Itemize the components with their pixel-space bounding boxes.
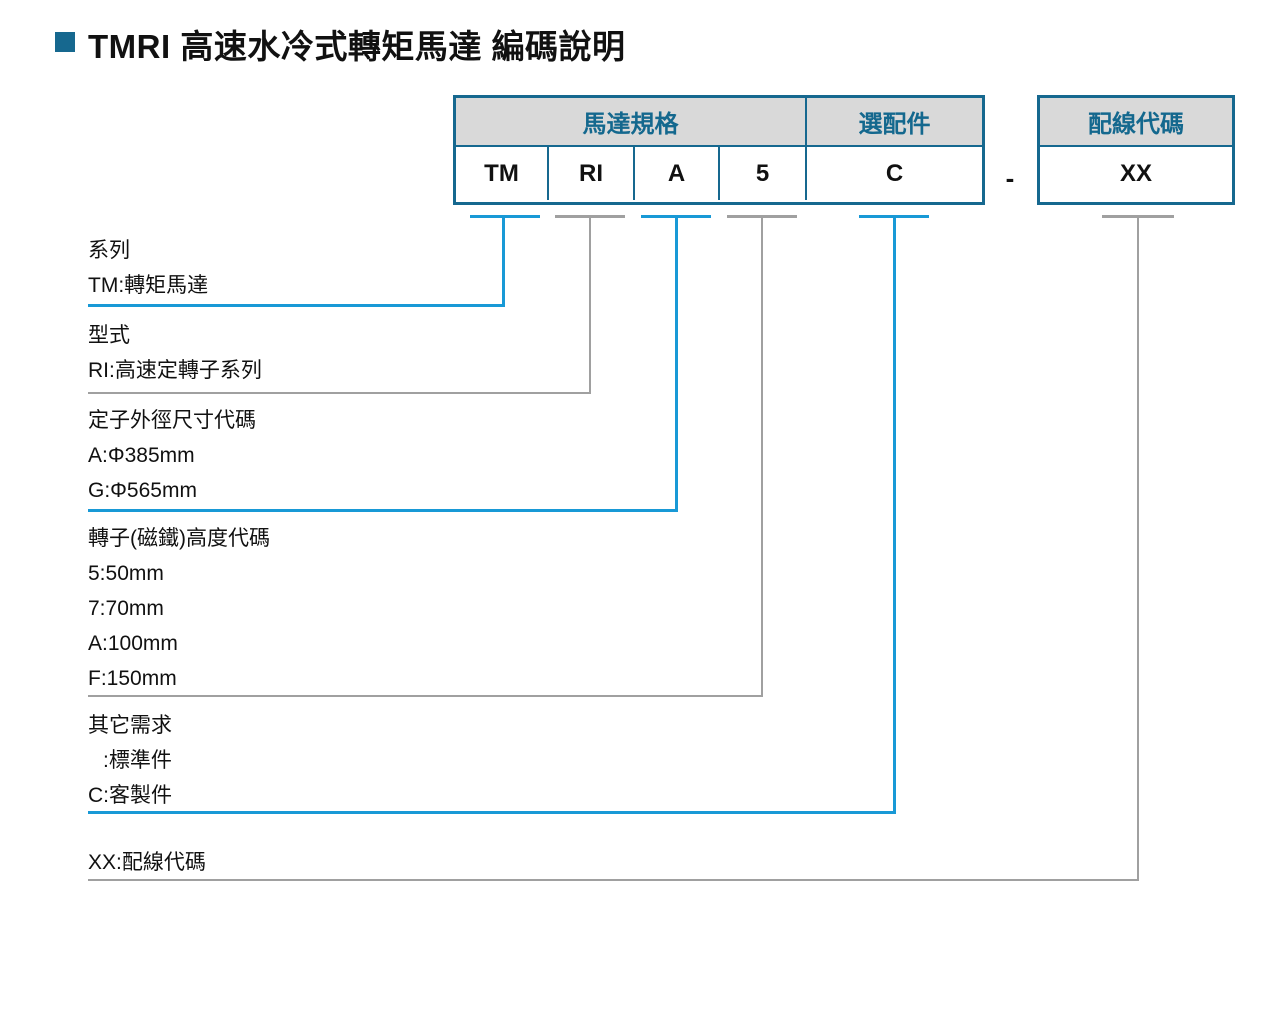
section-rotor-item-f: F:150mm [88,667,177,690]
wiring-header-row: 配線代碼 [1040,98,1232,147]
page-title: TMRI 高速水冷式轉矩馬達 編碼說明 [88,28,626,65]
section-stator-title: 定子外徑尺寸代碼 [88,409,256,432]
connector-a-underline [88,509,678,512]
connector-a-vline [675,215,678,512]
connector-tm-tick [470,215,540,218]
connector-5-vline [761,215,763,697]
header-cell-motor-spec: 馬達規格 [582,111,679,138]
section-rotor-height: 轉子(磁鐵)高度代碼 5:50mm 7:70mm A:100mm F:150mm [88,521,270,696]
section-series-title: 系列 [88,239,130,262]
section-stator-diameter: 定子外徑尺寸代碼 A:Φ385mm G:Φ565mm [88,403,256,508]
section-rotor-title: 轉子(磁鐵)高度代碼 [88,527,270,550]
code-cell-tm: TM [484,159,519,187]
connector-c-vline [893,215,896,814]
title-row: TMRI 高速水冷式轉矩馬達 編碼說明 [55,20,625,68]
section-other-item-standard: :標準件 [103,749,172,772]
connector-ri-underline [88,392,591,394]
section-type-title: 型式 [88,324,130,347]
title-bullet-icon [55,32,75,52]
connector-xx-vline [1137,215,1139,881]
wiring-value-row: XX [1040,147,1232,200]
section-rotor-item-a: A:100mm [88,632,178,655]
code-table-main: 馬達規格 選配件 TM RI A 5 C [453,95,985,205]
connector-tm-underline [88,304,505,307]
connector-5-underline [88,695,763,697]
section-wiring-item-xx: XX:配線代碼 [88,851,206,874]
connector-xx-underline [88,879,1139,881]
header-cell-wiring-code: 配線代碼 [1088,111,1184,138]
section-type: 型式 RI:高速定轉子系列 [88,318,262,388]
section-rotor-item-5: 5:50mm [88,562,164,585]
section-other-requirements: 其它需求 :標準件 C:客製件 [88,708,172,813]
code-table-value-row: TM RI A 5 C [456,147,982,200]
code-cell-ri: RI [547,147,633,200]
section-other-title: 其它需求 [88,714,172,737]
section-other-item-custom: C:客製件 [88,784,172,807]
section-type-item-ri: RI:高速定轉子系列 [88,359,262,382]
section-rotor-item-7: 7:70mm [88,597,164,620]
code-cell-5: 5 [718,147,805,200]
code-table-header-row: 馬達規格 選配件 [456,98,982,147]
section-series: 系列 TM:轉矩馬達 [88,233,208,303]
section-wiring-code: XX:配線代碼 [88,845,206,880]
connector-tm-vline [502,215,505,307]
code-separator-dash: - [1005,163,1015,193]
connector-ri-vline [589,215,591,394]
code-cell-c: C [805,147,982,200]
code-cell-a: A [633,147,718,200]
code-table-wiring: 配線代碼 XX [1037,95,1235,205]
section-series-item-tm: TM:轉矩馬達 [88,274,209,297]
section-stator-item-g: G:Φ565mm [88,479,197,502]
section-stator-item-a: A:Φ385mm [88,444,195,467]
header-cell-options: 選配件 [805,98,982,145]
connector-c-underline [88,811,896,814]
code-cell-xx: XX [1119,159,1152,187]
